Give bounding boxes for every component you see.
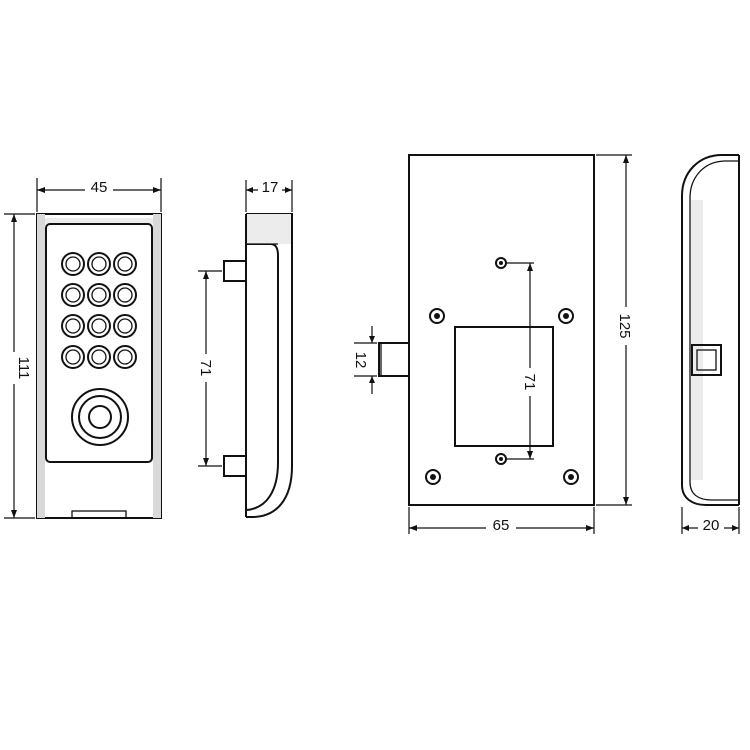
screw-center	[430, 474, 436, 480]
dim-label-side-depth: 17	[262, 179, 279, 196]
side-inner-profile	[246, 243, 279, 511]
keypad-key-inner	[65, 256, 81, 272]
dim-label-front-width: 45	[91, 179, 108, 196]
keypad-key-inner	[65, 349, 81, 365]
front-dimension-width: 45	[36, 178, 162, 212]
right-dimension-depth: 20	[681, 507, 740, 534]
keypad-key	[87, 345, 111, 369]
keypad-key	[113, 314, 137, 338]
front-top-bevel	[45, 218, 153, 224]
dim-label-back-width: 65	[493, 517, 510, 534]
back-mount-plate	[454, 326, 554, 447]
back-body	[408, 154, 595, 506]
back-dimension-width: 65	[408, 507, 595, 534]
back-dimension-bolt: 12	[350, 326, 377, 394]
mount-hole-center	[499, 457, 503, 461]
side-dimension-depth: 17	[245, 179, 293, 212]
back-dimension-hole-spacing: 71	[506, 262, 540, 460]
right-outer-profile	[681, 154, 739, 506]
screw-head	[429, 308, 445, 324]
back-screws	[425, 257, 579, 485]
keypad-key-inner	[91, 256, 107, 272]
screw-center	[568, 474, 574, 480]
front-keypad-panel	[45, 223, 153, 463]
front-dimension-height: 111	[4, 213, 35, 519]
keypad-key-inner	[117, 349, 133, 365]
front-bottom-slot	[71, 510, 127, 519]
back-bolt	[378, 342, 410, 377]
front-right-bevel	[153, 214, 161, 518]
keypad-key-inner	[91, 318, 107, 334]
right-square-outer	[691, 344, 722, 376]
keypad-keys	[61, 252, 137, 369]
screw-center	[563, 313, 569, 319]
keypad-key	[113, 283, 137, 307]
back-view	[378, 154, 595, 506]
right-inner-profile	[689, 160, 739, 501]
keypad-key	[113, 252, 137, 276]
keypad-key	[61, 314, 85, 338]
back-dimension-height: 125	[596, 154, 636, 506]
front-reader-inner	[78, 395, 122, 439]
side-outer-profile	[246, 213, 293, 518]
dim-label-side-hole-spacing: 71	[197, 360, 214, 377]
keypad-key-inner	[117, 318, 133, 334]
side-view	[223, 213, 293, 518]
keypad-key	[87, 252, 111, 276]
keypad-key	[87, 314, 111, 338]
keypad-key	[87, 283, 111, 307]
screw-head	[563, 469, 579, 485]
keypad-key-inner	[65, 318, 81, 334]
keypad-key-inner	[65, 287, 81, 303]
keypad-key-inner	[91, 287, 107, 303]
keypad-key	[61, 283, 85, 307]
dim-label-back-hole-spacing: 71	[521, 374, 538, 391]
keypad-key-inner	[117, 256, 133, 272]
dim-label-back-height: 125	[616, 313, 633, 338]
screw-head	[425, 469, 441, 485]
keypad-key	[61, 252, 85, 276]
dim-label-right-depth: 20	[703, 517, 720, 534]
front-left-bevel	[37, 214, 45, 518]
side-dimension-hole-spacing: 71	[196, 270, 222, 467]
keypad-key	[113, 345, 137, 369]
mount-hole-center	[499, 261, 503, 265]
keypad-key	[61, 345, 85, 369]
front-outer-body	[36, 213, 162, 519]
keypad-key-inner	[117, 287, 133, 303]
side-top-shade	[247, 214, 291, 244]
front-reader-button	[88, 405, 112, 429]
right-face-shade	[691, 200, 703, 480]
screw-head	[558, 308, 574, 324]
dim-label-front-height: 111	[15, 357, 32, 380]
dim-label-back-bolt: 12	[352, 352, 369, 369]
right-side-view	[681, 154, 740, 506]
screw-center	[434, 313, 440, 319]
side-top-peg	[223, 260, 247, 282]
front-reader-ring	[71, 388, 129, 446]
right-square-inner	[696, 349, 717, 371]
side-bottom-peg	[223, 455, 247, 477]
front-view	[36, 213, 162, 519]
keypad-key-inner	[91, 349, 107, 365]
